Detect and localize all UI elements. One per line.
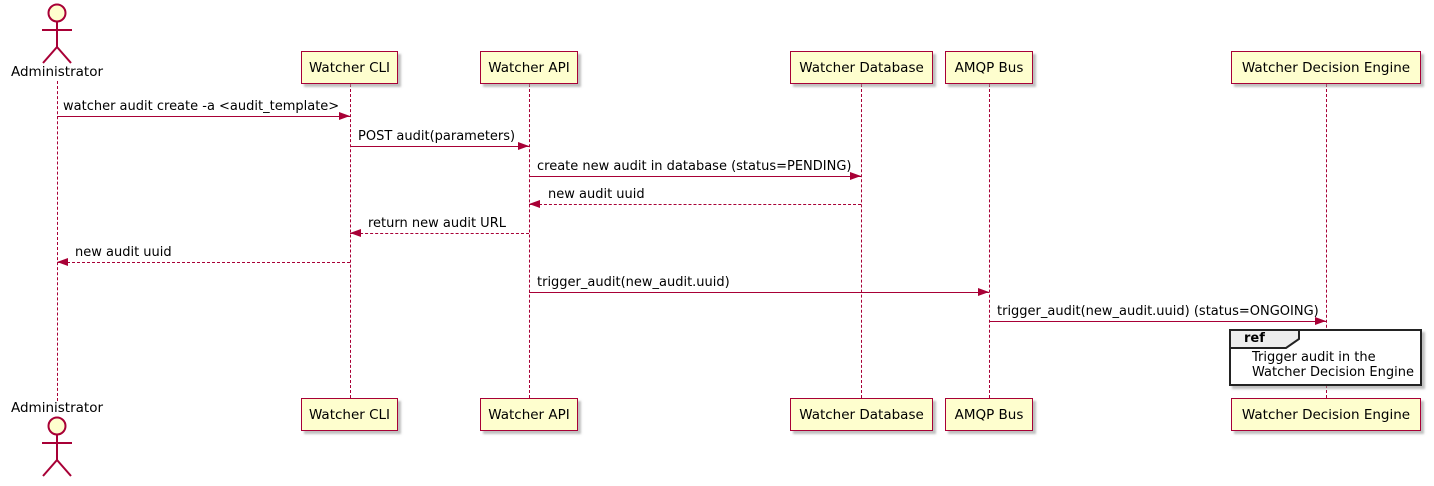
message-label: new audit uuid xyxy=(75,245,172,260)
message-line xyxy=(57,262,350,263)
participant-watcher-database-bottom: Watcher Database xyxy=(790,398,933,431)
participant-watcher-decision-engine-top: Watcher Decision Engine xyxy=(1231,51,1421,84)
message-label: trigger_audit(new_audit.uuid) xyxy=(537,275,730,290)
participant-label: Watcher CLI xyxy=(308,59,391,76)
participant-watcher-cli-bottom: Watcher CLI xyxy=(301,398,398,431)
participant-label: Watcher Decision Engine xyxy=(1241,406,1411,423)
arrowhead-icon xyxy=(850,172,861,180)
participant-label: Watcher Database xyxy=(799,406,924,423)
message-label: new audit uuid xyxy=(548,187,645,202)
arrowhead-icon xyxy=(57,258,68,266)
message-line xyxy=(350,146,529,147)
participant-label: Watcher Decision Engine xyxy=(1241,59,1411,76)
arrowhead-icon xyxy=(978,288,989,296)
participant-amqp-bus-bottom: AMQP Bus xyxy=(945,398,1033,431)
ref-text-line1: Trigger audit in the xyxy=(1252,350,1376,365)
message-line xyxy=(989,321,1326,322)
ref-text-line2: Watcher Decision Engine xyxy=(1252,365,1414,380)
lifeline-watcher-cli xyxy=(350,84,351,398)
participant-label: Watcher CLI xyxy=(308,406,391,423)
arrowhead-icon xyxy=(339,112,350,120)
message-label: trigger_audit(new_audit.uuid) (status=ON… xyxy=(997,304,1319,319)
actor-administrator-icon xyxy=(42,3,72,64)
lifeline-administrator xyxy=(57,81,58,401)
participant-label: Watcher API xyxy=(488,406,570,423)
participant-watcher-database-top: Watcher Database xyxy=(790,51,933,84)
message-line xyxy=(529,176,861,177)
participant-watcher-api-top: Watcher API xyxy=(480,51,578,84)
arrowhead-icon xyxy=(350,229,361,237)
participant-label: Watcher Database xyxy=(799,59,924,76)
message-line xyxy=(529,204,861,205)
ref-keyword: ref xyxy=(1244,331,1265,346)
lifeline-watcher-database xyxy=(861,84,862,398)
arrowhead-icon xyxy=(529,200,540,208)
participant-watcher-decision-engine-bottom: Watcher Decision Engine xyxy=(1231,398,1421,431)
arrowhead-icon xyxy=(518,142,529,150)
lifeline-watcher-api xyxy=(529,84,530,398)
message-line xyxy=(350,233,529,234)
participant-label: AMQP Bus xyxy=(954,59,1024,76)
actor-administrator-icon-bottom xyxy=(42,416,72,477)
ref-fragment: ref Trigger audit in the Watcher Decisio… xyxy=(1229,329,1422,386)
message-line xyxy=(57,116,350,117)
message-label: create new audit in database (status=PEN… xyxy=(537,159,852,174)
message-label: POST audit(parameters) xyxy=(358,129,516,144)
lifeline-watcher-decision-engine xyxy=(1326,84,1327,398)
lifeline-amqp-bus xyxy=(989,84,990,398)
participant-label: AMQP Bus xyxy=(954,406,1024,423)
participant-label: Watcher API xyxy=(488,59,570,76)
participant-watcher-cli-top: Watcher CLI xyxy=(301,51,398,84)
message-line xyxy=(529,292,989,293)
message-label: watcher audit create -a <audit_template> xyxy=(63,99,340,114)
arrowhead-icon xyxy=(1315,317,1326,325)
ref-tab-pentagon-icon xyxy=(1229,329,1300,349)
message-label: return new audit URL xyxy=(368,216,506,231)
participant-amqp-bus-top: AMQP Bus xyxy=(945,51,1033,84)
actor-label-top: Administrator xyxy=(10,64,104,80)
actor-label-bottom: Administrator xyxy=(10,400,104,416)
participant-watcher-api-bottom: Watcher API xyxy=(480,398,578,431)
